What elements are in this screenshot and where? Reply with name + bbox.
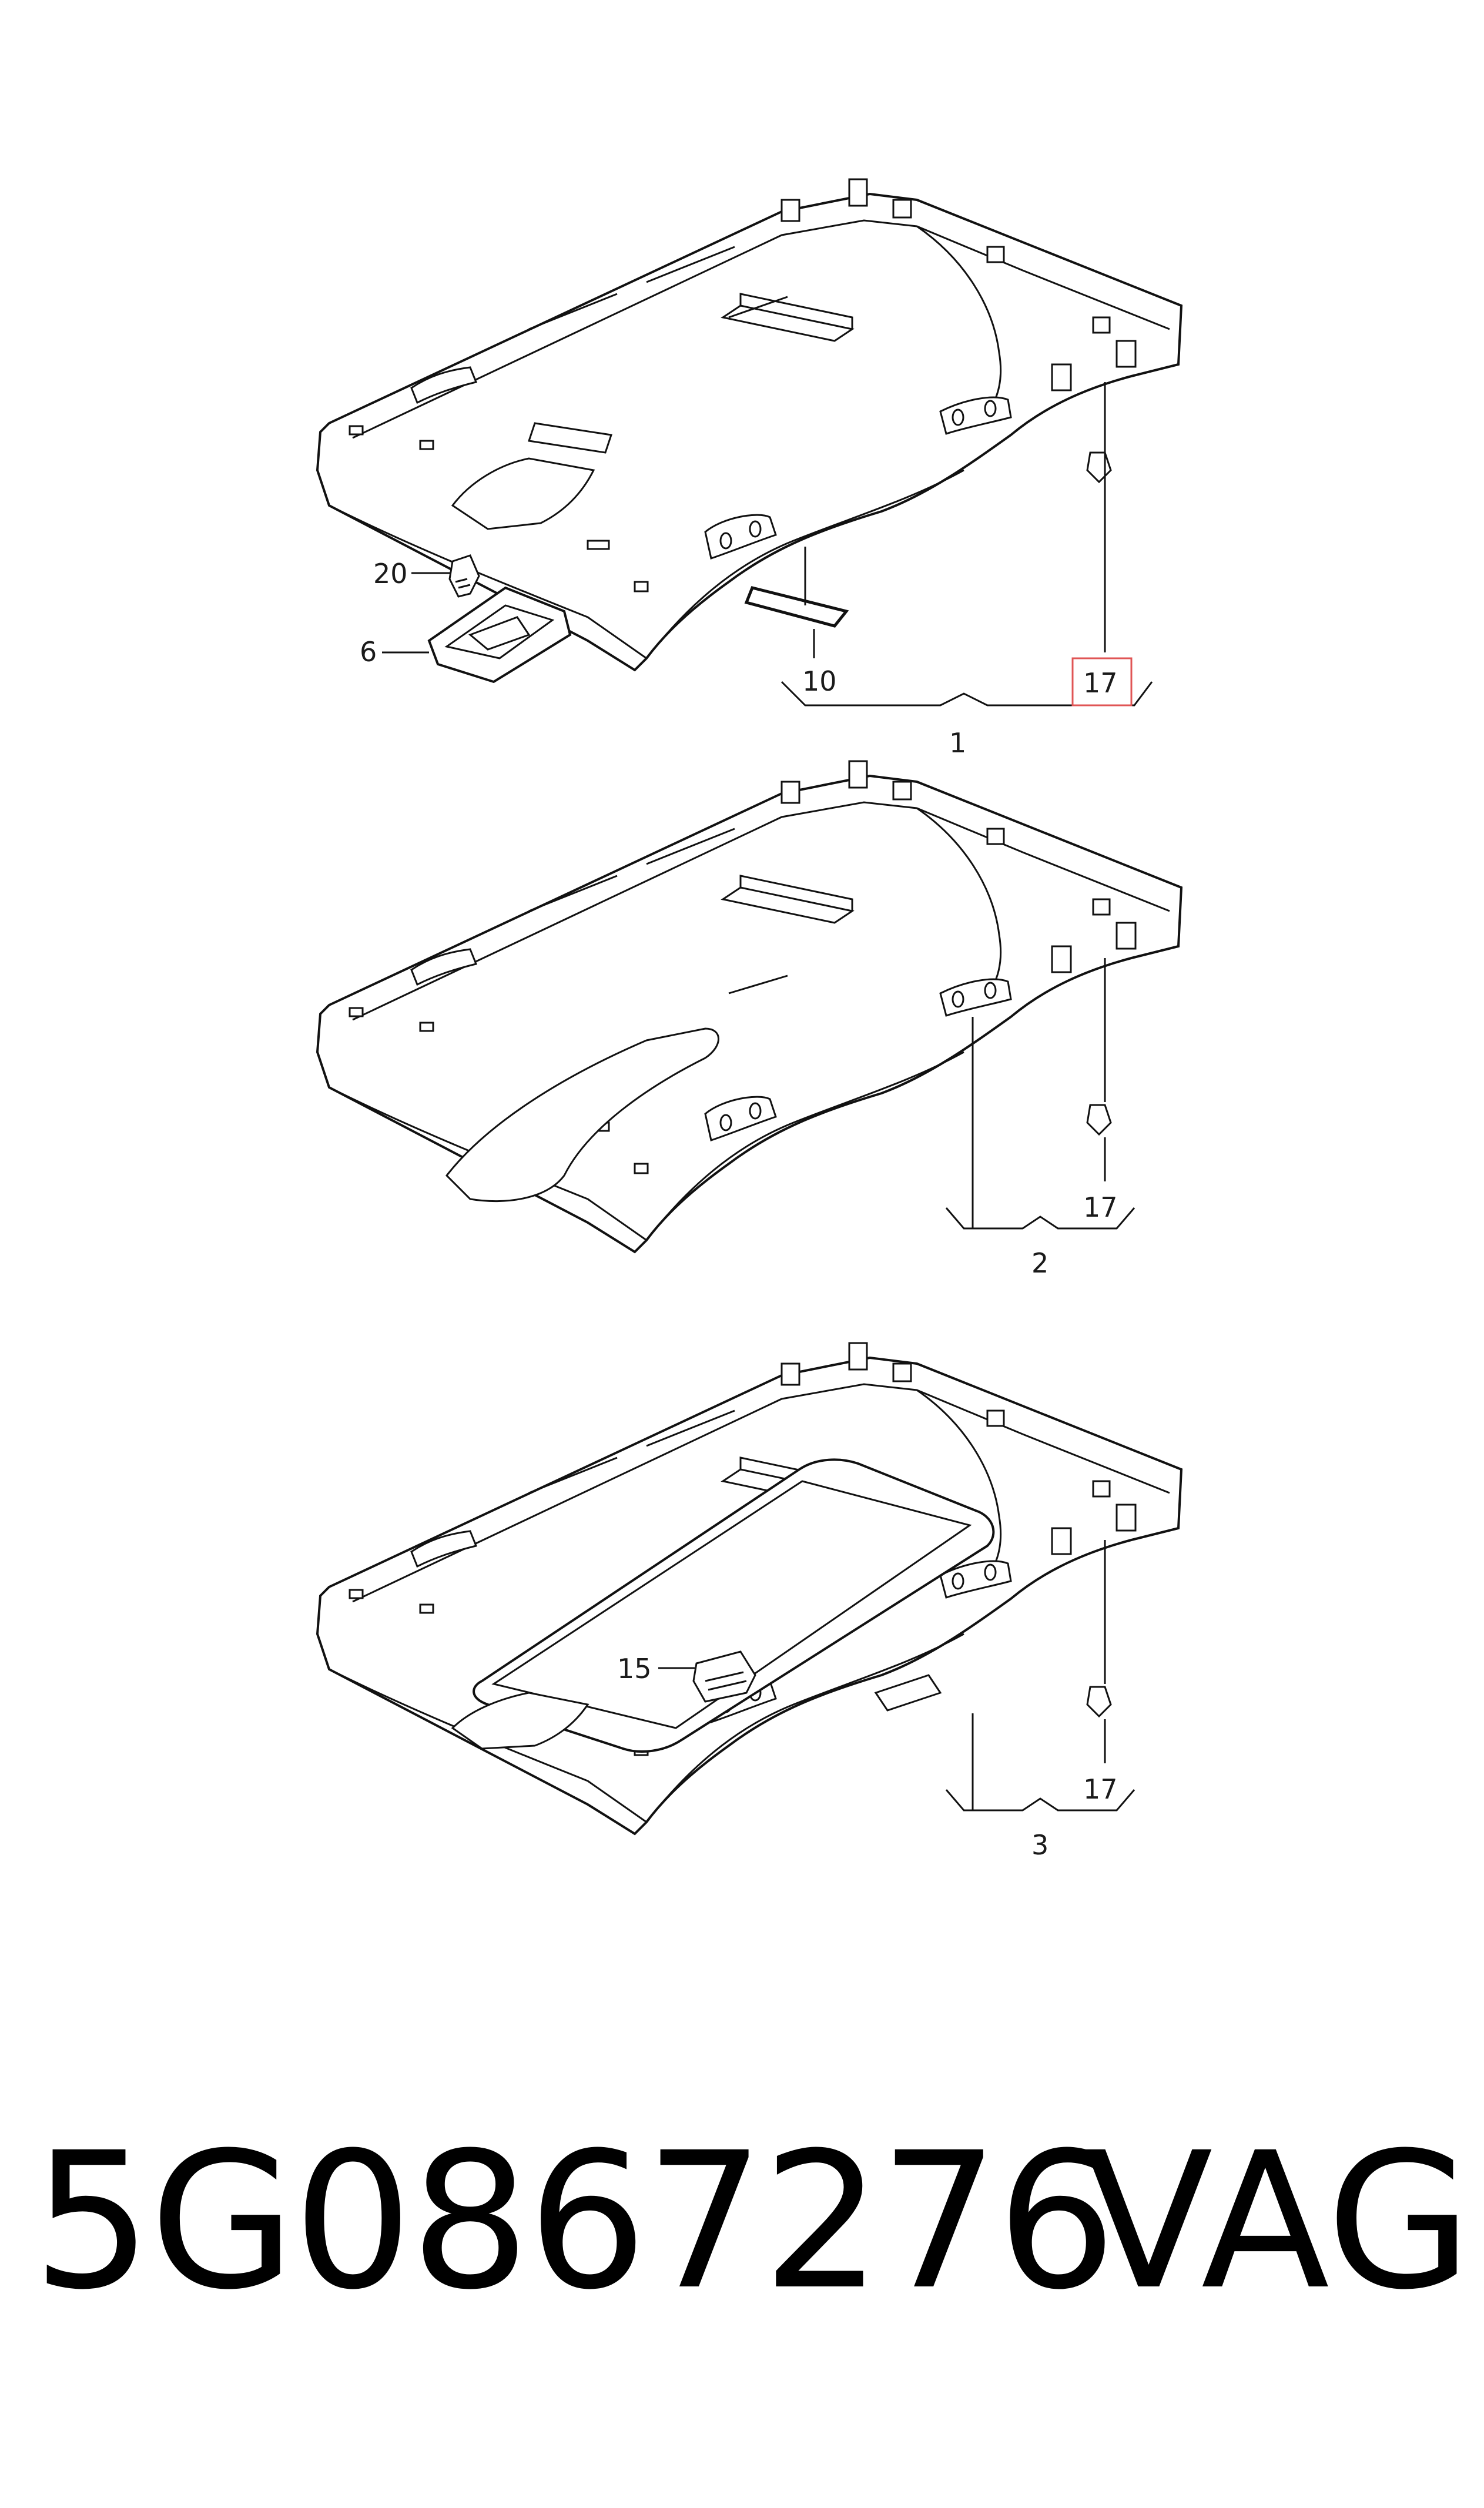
callout-1: 1 (949, 727, 966, 759)
clip-part-15 (692, 1650, 756, 1703)
callout-17: 17 (1083, 667, 1118, 699)
callout-3: 3 (1031, 1829, 1048, 1861)
brand-label: VAG (1084, 2112, 1472, 2331)
headliner-variant-2: 17 2 (316, 760, 1182, 1279)
callout-15: 15 (617, 1653, 652, 1685)
callout-10: 10 (802, 665, 837, 697)
callout-6: 6 (360, 636, 377, 668)
part-number-label: 5G0867276 (32, 2112, 1117, 2331)
headliner-variant-1: 20 6 10 17 1 (316, 178, 1182, 759)
callout-20: 20 (373, 558, 408, 590)
callout-17: 17 (1083, 1191, 1118, 1223)
headliner-variant-3: 15 17 3 (316, 1342, 1182, 1861)
callout-17-highlight (1071, 657, 1133, 706)
callout-2: 2 (1031, 1247, 1048, 1279)
callout-17: 17 (1083, 1773, 1118, 1805)
dome-light-part-6 (427, 586, 572, 684)
bracket-part-20 (448, 554, 480, 598)
